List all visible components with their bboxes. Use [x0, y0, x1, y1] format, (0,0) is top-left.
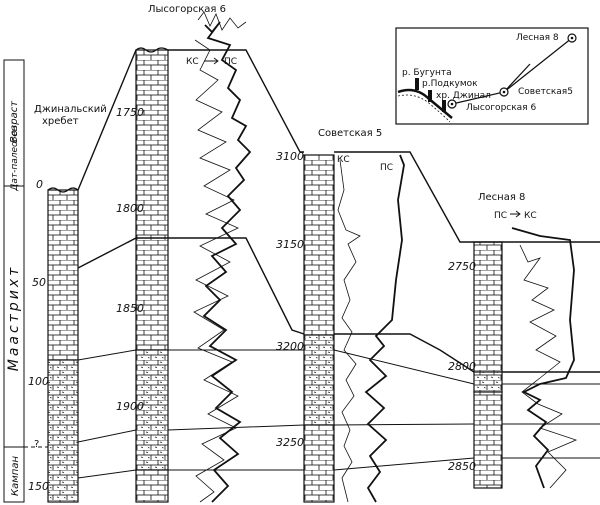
well-dzhinal-column [47, 189, 79, 361]
inset-dzhinal: хр. Джинал [436, 91, 491, 101]
depth-1750: 1750 [116, 106, 144, 119]
sovetskaya-ps-curve [364, 154, 405, 503]
depth-2750: 2750 [448, 260, 476, 273]
age-label: Возраст [9, 100, 20, 143]
well-lesnaya-name: Лесная 8 [478, 192, 525, 203]
lysogorskaya-ks-label: КС [186, 57, 199, 67]
well-sovetskaya-column [303, 154, 335, 336]
well-sovetskaya: Советская 5 3100 3150 3200 3250 КС ПС [276, 128, 405, 503]
depth-50: 50 [32, 276, 46, 289]
correlation-lines [24, 49, 600, 479]
sovetskaya-ps-label: ПС [380, 163, 393, 173]
inset-lesnaya: Лесная 8 [516, 33, 559, 43]
depth-150: 150 [28, 480, 49, 493]
depth-2800: 2800 [448, 360, 476, 373]
depth-3200: 3200 [276, 340, 304, 353]
well-lysogorskaya-name: Лысогорская 6 [148, 4, 226, 15]
well-lesnaya: Лесная 8 2750 2800 2850 ПС КС [448, 192, 578, 489]
lesnaya-ps-label: ПС [494, 211, 507, 221]
lysogorskaya-ps-curve [202, 21, 252, 503]
well-lysogorskaya-column [135, 49, 169, 351]
age-axis: Возраст Дат-палеоген Маастрихт Кампан [3, 59, 25, 503]
depth-1850: 1850 [116, 302, 144, 315]
inset-podkumok: р.Подкумок [422, 79, 478, 89]
depth-0: 0 [36, 178, 43, 191]
lysogorskaya-ks-curve [193, 39, 239, 503]
well-dzhinal-column-marl [47, 359, 79, 503]
well-dzhinal-name: Джинальский [34, 104, 107, 115]
depth-1800: 1800 [116, 202, 144, 215]
question-mark: ? [34, 439, 39, 450]
inset-lysogorskaya: Лысогорская 6 [466, 103, 536, 113]
depth-1900: 1900 [116, 400, 144, 413]
well-lysogorskaya-column-marl [135, 349, 169, 471]
well-lysogorskaya: Лысогорская 6 1750 1800 1850 1900 КС ПС [116, 4, 252, 503]
depth-3250: 3250 [276, 436, 304, 449]
well-dzhinal-name2: хребет [42, 116, 79, 127]
inset-bugunta: р. Бугунта [402, 68, 452, 78]
well-sovetskaya-column-marl [303, 334, 335, 426]
maastricht-label: Маастрихт [6, 265, 22, 372]
lysogorskaya-ps-label: ПС [224, 57, 237, 67]
lesnaya-ks-label: КС [524, 211, 537, 221]
well-dzhinal: Джинальский хребет 0 50 100 150 ? [28, 104, 107, 503]
depth-3150: 3150 [276, 238, 304, 251]
lesnaya-ks-curve [519, 244, 578, 489]
depth-100: 100 [28, 375, 49, 388]
depth-2850: 2850 [448, 460, 476, 473]
location-inset: Лесная 8 Советская5 Лысогорская 6 р. Буг… [395, 27, 589, 125]
campan-label: Кампан [10, 456, 21, 496]
well-lesnaya-column-marl [473, 371, 503, 393]
inset-sovetskaya: Советская5 [518, 87, 573, 97]
sovetskaya-ks-curve [337, 159, 361, 503]
well-sovetskaya-name: Советская 5 [318, 128, 382, 139]
lesnaya-ps-curve [511, 227, 575, 489]
well-lesnaya-column [473, 241, 503, 373]
dat-paleogen-label: Дат-палеоген [10, 125, 20, 191]
sovetskaya-ks-label: КС [337, 155, 350, 165]
depth-3100: 3100 [276, 150, 304, 163]
